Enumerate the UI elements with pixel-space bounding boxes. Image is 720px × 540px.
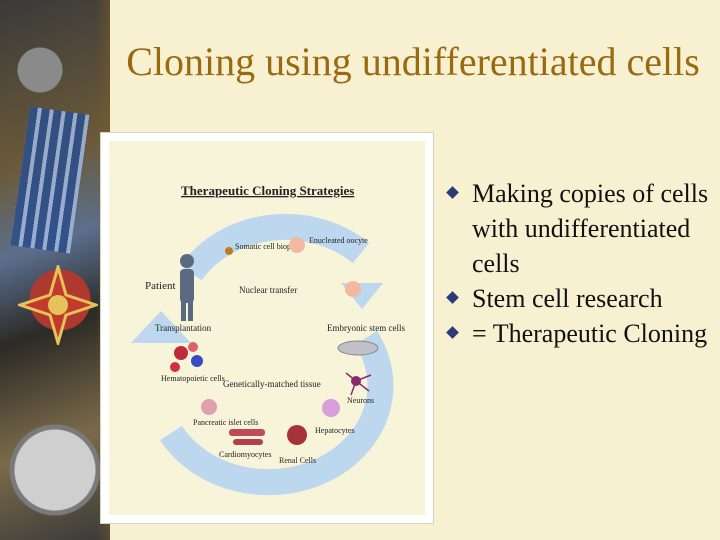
- label-neurons: Neurons: [347, 396, 374, 405]
- ribbon-decoration: [10, 106, 90, 254]
- diamond-bullet-icon: [446, 291, 459, 304]
- diagram-title: Therapeutic Cloning Strategies: [181, 183, 354, 198]
- bullet-item: Making copies of cells with undifferenti…: [446, 176, 716, 281]
- cycle-arc-top: [180, 213, 370, 281]
- blood-cells-icon: [170, 342, 203, 372]
- petri-dish-icon: [337, 340, 379, 356]
- diagram-frame: Therapeutic Cloning Strategies Patient S…: [100, 132, 434, 524]
- medal-photo-strip: [0, 0, 110, 540]
- label-transplantation: Transplantation: [155, 323, 212, 333]
- diamond-bullet-icon: [446, 326, 459, 339]
- label-genetic-tissue: Genetically-matched tissue: [223, 379, 321, 389]
- somatic-cell-icon: [225, 247, 233, 255]
- label-enucleated: Enucleated oocyte: [309, 236, 368, 245]
- diamond-bullet-icon: [446, 186, 459, 199]
- medal-cross-icon: [18, 265, 98, 345]
- bullet-text: Making copies of cells with undifferenti…: [472, 179, 709, 278]
- hepatocyte-icon: [322, 399, 340, 417]
- label-cardiomyocytes: Cardiomyocytes: [219, 450, 271, 459]
- renal-cell-icon: [287, 425, 307, 445]
- neuron-icon: [345, 372, 372, 396]
- label-patient: Patient: [145, 280, 176, 292]
- label-hepatocytes: Hepatocytes: [315, 426, 355, 435]
- label-renal: Renal Cells: [279, 456, 316, 465]
- arrow-up-icon: [131, 311, 191, 343]
- islet-cell-icon: [201, 399, 217, 415]
- patient-figure-icon: [180, 254, 194, 321]
- bullet-list: Making copies of cells with undifferenti…: [446, 176, 716, 351]
- label-pancreatic: Pancreatic islet cells: [193, 418, 258, 427]
- oocyte-icon: [289, 237, 305, 253]
- slide-title: Cloning using undifferentiated cells: [126, 39, 700, 84]
- bullet-item: Stem cell research: [446, 281, 716, 316]
- bullet-text: Stem cell research: [472, 284, 663, 313]
- bullet-text: = Therapeutic Cloning: [472, 319, 708, 348]
- label-nuclear-transfer: Nuclear transfer: [239, 285, 297, 295]
- therapeutic-cloning-diagram: Therapeutic Cloning Strategies Patient S…: [109, 141, 425, 515]
- bullet-item: = Therapeutic Cloning: [446, 316, 716, 351]
- nuclear-cell-icon: [345, 281, 361, 297]
- cycle-arc-bottom: [160, 330, 394, 496]
- label-somatic: Somatic cell biopsy: [235, 242, 298, 251]
- cardiomyocyte-icon: [229, 429, 265, 445]
- label-embryonic: Embryonic stem cells: [327, 323, 405, 333]
- label-hematopoietic: Hematopoietic cells: [161, 374, 225, 383]
